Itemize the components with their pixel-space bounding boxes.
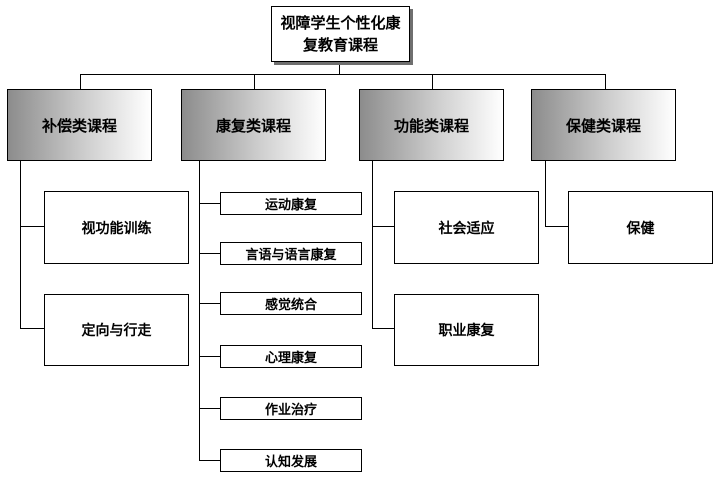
leaf-psychological-rehab: 心理康复 (220, 345, 362, 368)
leaf-sensory-integration: 感觉统合 (220, 292, 362, 315)
leaf-visual-function-training: 视功能训练 (44, 191, 189, 264)
leaf-cognitive-development: 认知发展 (220, 449, 362, 472)
category-rehabilitation: 康复类课程 (181, 89, 326, 161)
leaf-orientation-mobility: 定向与行走 (44, 294, 189, 366)
leaf-speech-language-rehab: 言语与语言康复 (220, 242, 362, 265)
leaf-social-adaptation: 社会适应 (394, 191, 539, 264)
leaf-motor-rehab: 运动康复 (220, 192, 362, 215)
root-node: 视障学生个性化康复教育课程 (271, 6, 410, 62)
leaf-health-care: 保健 (568, 191, 713, 264)
leaf-occupational-therapy: 作业治疗 (220, 397, 362, 420)
leaf-vocational-rehab: 职业康复 (394, 294, 539, 366)
category-health: 保健类课程 (531, 89, 676, 161)
category-compensation: 补偿类课程 (7, 89, 152, 161)
category-function: 功能类课程 (359, 89, 504, 161)
